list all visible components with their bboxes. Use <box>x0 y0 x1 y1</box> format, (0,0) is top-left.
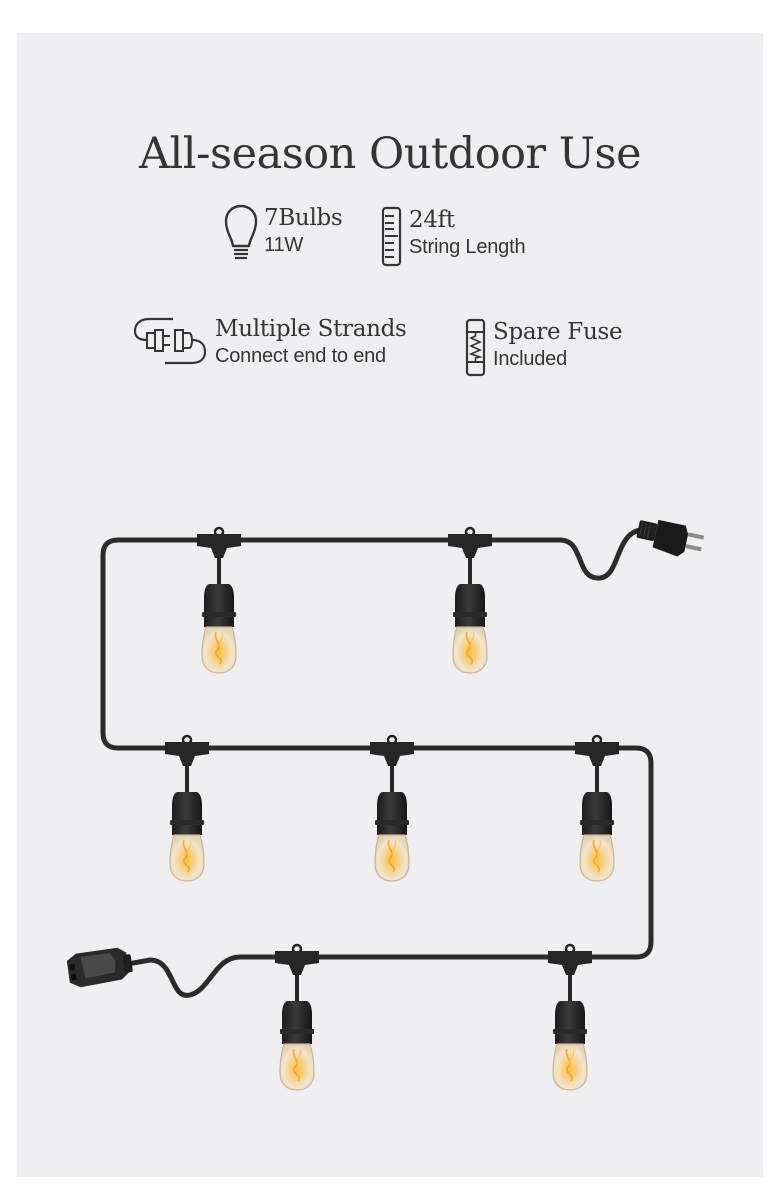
light-bulb-icon <box>224 204 258 266</box>
feature-length-subtitle: String Length <box>409 236 526 258</box>
cable <box>100 537 654 998</box>
bulb <box>273 943 321 1092</box>
feature-bulbs-title: 7Bulbs <box>264 205 343 231</box>
feature-fuse-title: Spare Fuse <box>493 319 623 345</box>
male-plug <box>636 519 705 557</box>
feature-fuse-subtitle: Included <box>493 348 568 370</box>
bulb <box>195 526 243 675</box>
bulb <box>573 734 621 883</box>
bulb <box>546 943 594 1092</box>
bulb <box>368 734 416 883</box>
feature-bulbs-subtitle: 11W <box>264 234 304 256</box>
connecting-plugs-icon <box>133 315 209 371</box>
feature-length: 24ft String Length <box>381 206 526 272</box>
feature-strands-subtitle: Connect end to end <box>215 345 386 367</box>
feature-bulbs: 7Bulbs 11W <box>224 204 343 266</box>
bulb <box>163 734 211 883</box>
page-title: All-season Outdoor Use <box>138 128 642 179</box>
female-connector <box>66 947 133 988</box>
fuse-icon <box>465 318 487 382</box>
ruler-icon <box>381 206 403 272</box>
bulb <box>446 526 494 675</box>
feature-strands-title: Multiple Strands <box>215 316 407 342</box>
feature-spare-fuse: Spare Fuse Included <box>465 318 623 382</box>
feature-length-title: 24ft <box>409 207 455 233</box>
feature-multiple-strands: Multiple Strands Connect end to end <box>133 315 407 371</box>
